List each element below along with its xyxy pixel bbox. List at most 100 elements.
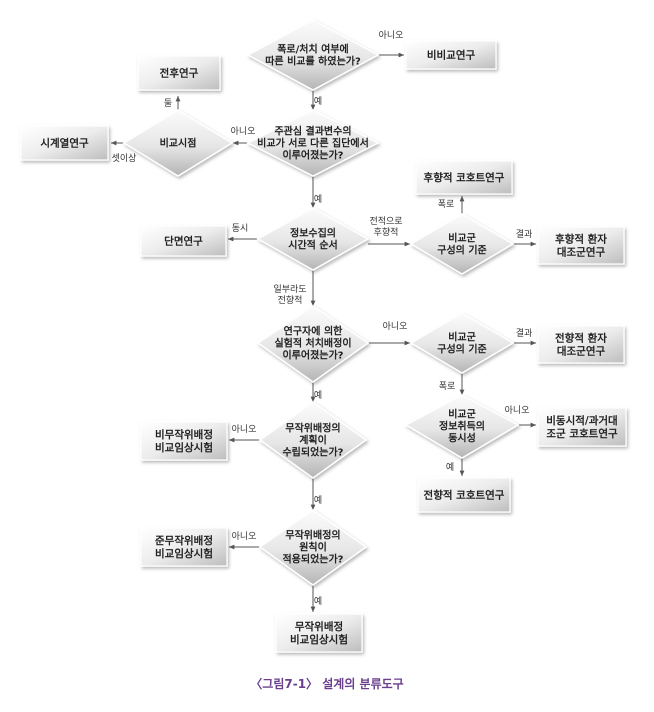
text-line: 후향적 환자 bbox=[555, 233, 607, 246]
text-line: 비무작위배정 bbox=[155, 428, 213, 441]
text-line: 무작위배정 bbox=[295, 620, 343, 633]
text-line: 대조군연구 bbox=[557, 345, 606, 358]
decision-comparison-timepoint-label: 비교시점 bbox=[160, 137, 197, 150]
edge-label-d6-no: 아니오 bbox=[232, 531, 257, 542]
edge-label-simultaneous: 동시 bbox=[232, 223, 249, 234]
text-line: 비교임상시험 bbox=[155, 441, 213, 454]
edge-label-d4-yes: 예 bbox=[314, 390, 322, 401]
box-crosssectional-study bbox=[140, 225, 227, 257]
box-noncomparative-study-label: 비비교연구 bbox=[427, 49, 476, 62]
box-prepost-study bbox=[137, 55, 221, 91]
text-line: 전향적 코호트연구 bbox=[424, 489, 505, 502]
edge-label-three-or-more: 셋이상 bbox=[112, 153, 137, 164]
text-line: 연구자에 의한 bbox=[284, 325, 343, 338]
text-line: 비교군 bbox=[448, 408, 476, 421]
box-nonconcurrent-cohort bbox=[537, 407, 627, 447]
box-crosssectional-study-label: 단면연구 bbox=[164, 235, 203, 248]
box-nonrandomized-trial bbox=[140, 421, 228, 461]
text-line: 비동시적/과거대 bbox=[546, 414, 617, 427]
box-retrospective-cohort-label: 후향적 코호트연구 bbox=[424, 171, 505, 184]
decision-group-comparison bbox=[246, 109, 380, 177]
decision-control-basis-2 bbox=[409, 312, 515, 374]
decision-exposure-comparison bbox=[246, 19, 380, 91]
decision-simultaneity bbox=[404, 394, 520, 459]
box-noncomparative-study bbox=[405, 40, 497, 70]
text-line: 수립되었는가? bbox=[282, 446, 343, 459]
edge-label-outcome-2: 결과 bbox=[516, 328, 533, 339]
decision-comparison-timepoint bbox=[122, 109, 234, 177]
text-line: 비비교연구 bbox=[427, 49, 476, 62]
text-line: 전향적 환자 bbox=[555, 332, 607, 345]
box-prospective-cohort-label: 전향적 코호트연구 bbox=[424, 489, 505, 502]
text-line: 대조군연구 bbox=[557, 246, 606, 259]
edge-label-d5-no: 아니오 bbox=[232, 424, 257, 435]
text-line: 준무작위배정 bbox=[155, 534, 213, 547]
text-line: 정보취득의 bbox=[439, 420, 485, 433]
box-quasi-randomized-trial bbox=[140, 527, 228, 567]
decision-randomization-applied bbox=[258, 509, 368, 586]
text-line: 계획이 bbox=[299, 434, 327, 447]
text-line: 비교가 서로 다른 집단에서 bbox=[257, 137, 369, 150]
text-line: 전적으로 bbox=[369, 215, 402, 227]
box-prepost-study-label: 전후연구 bbox=[160, 67, 199, 80]
edge-label-simultaneity-yes: 예 bbox=[446, 462, 454, 473]
text-line: 실험적 처치배정이 bbox=[274, 337, 351, 350]
edge-label-d5-yes: 예 bbox=[314, 495, 322, 506]
edge-label-d1-yes: 예 bbox=[314, 96, 322, 107]
text-line: 시계열연구 bbox=[40, 137, 89, 150]
text-line: 비교시점 bbox=[160, 137, 197, 150]
text-line: 무작위배정의 bbox=[285, 529, 340, 542]
decision-control-basis-1 bbox=[409, 213, 515, 275]
box-randomized-trial bbox=[275, 613, 363, 653]
edge-label-simultaneity-no: 아니오 bbox=[505, 405, 530, 416]
text-line: 후향적 코호트연구 bbox=[424, 171, 505, 184]
edge-label-d1-no: 아니오 bbox=[379, 30, 404, 41]
box-prospective-cohort bbox=[417, 477, 511, 513]
edge-label-two: 둘 bbox=[164, 98, 172, 109]
decision-randomization-plan bbox=[258, 401, 368, 479]
text-line: 시간적 순서 bbox=[288, 239, 337, 252]
edge-label-exposure-2: 폭로 bbox=[439, 381, 456, 392]
box-prospective-case-control bbox=[537, 325, 625, 364]
text-line: 비교군 bbox=[448, 331, 476, 344]
text-line: 구성의 기준 bbox=[437, 343, 486, 356]
text-line: 폭로/처치 여부에 bbox=[277, 43, 349, 56]
box-retrospective-cohort bbox=[415, 160, 513, 195]
text-line: 조군 코호트연구 bbox=[546, 427, 618, 440]
connectors bbox=[111, 52, 536, 612]
text-line: 무작위배정의 bbox=[285, 422, 340, 435]
text-line: 전후연구 bbox=[160, 67, 199, 80]
text-line: 이루어졌는가? bbox=[282, 149, 343, 162]
decision-experimental-assignment bbox=[256, 305, 370, 383]
text-line: 따른 비교를 하였는가? bbox=[265, 55, 361, 68]
text-line: 구성의 기준 bbox=[437, 244, 486, 257]
text-line: 전향적 bbox=[278, 294, 303, 306]
edge-label-outcome-1: 결과 bbox=[516, 229, 533, 240]
text-line: 비교군 bbox=[448, 232, 476, 245]
edge-label-exposure-1: 폭로 bbox=[438, 199, 455, 210]
text-line: 비교임상시험 bbox=[155, 547, 213, 560]
text-line: 이루어졌는가? bbox=[282, 349, 343, 362]
edge-label-d4-no: 아니오 bbox=[383, 321, 408, 332]
text-line: 원칙이 bbox=[299, 541, 327, 554]
